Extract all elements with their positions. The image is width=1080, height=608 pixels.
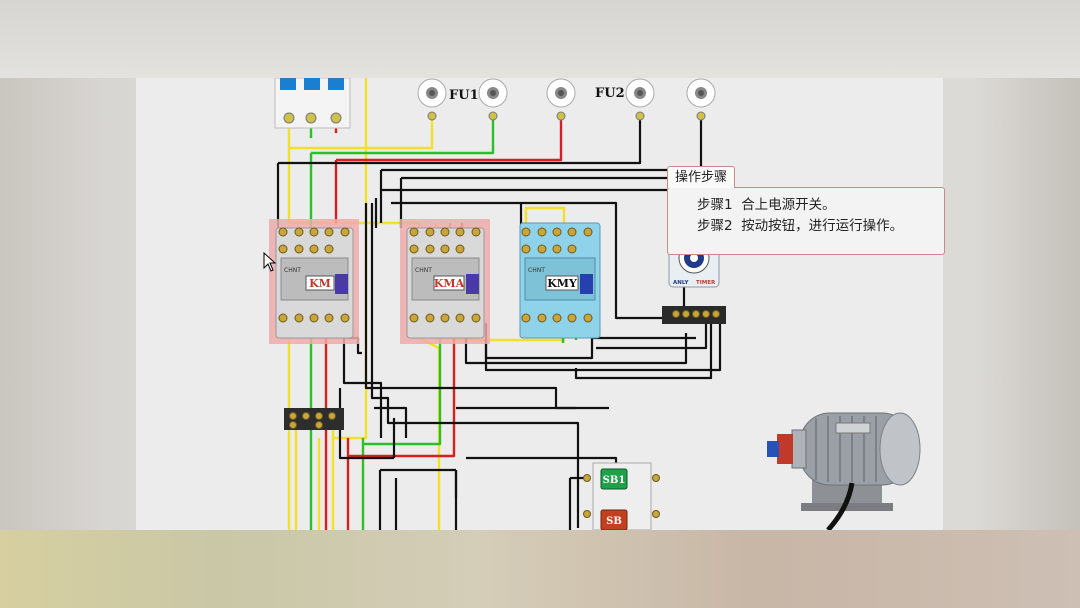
contactor-kmy-brand: CHNT (528, 267, 545, 274)
operation-steps-panel (667, 187, 945, 255)
fuse-3 (546, 78, 576, 121)
step-1-prefix: 步骤1 (697, 197, 733, 213)
contactor-km-label: KM (309, 277, 331, 290)
step-2: 步骤2 按动按钮，进行运行操作。 (697, 214, 903, 234)
circuit-breaker (274, 78, 351, 129)
step-2-prefix: 步骤2 (697, 218, 733, 234)
video-frame-top (0, 0, 1080, 78)
button-sb[interactable]: SB (600, 509, 628, 530)
fuse-label-fu2: FU2 (595, 86, 625, 101)
fuse-1 (417, 78, 447, 121)
timer-model: TIMER (696, 280, 716, 286)
step-1: 步骤1 合上电源开关。 (697, 193, 836, 213)
fuse-4 (625, 78, 655, 121)
operation-steps-tab[interactable]: 操作步骤 (667, 166, 736, 188)
button-sb1[interactable]: SB1 (600, 468, 628, 490)
contactor-kmy-label: KMY (547, 277, 577, 290)
fuse-2 (478, 78, 508, 121)
contactor-km: KM CHNT (269, 219, 359, 344)
contactor-kma-label: KMA (434, 277, 465, 290)
fuse-5 (686, 78, 716, 121)
electric-motor (767, 412, 921, 530)
mouse-cursor-icon (263, 252, 277, 272)
contactor-kma-brand: CHNT (415, 267, 432, 274)
button-sb1-label: SB1 (603, 475, 626, 486)
contactor-km-brand: CHNT (284, 267, 301, 274)
fuse-label-fu1: FU1 (449, 88, 479, 103)
step-1-text: 合上电源开关。 (741, 197, 836, 213)
timer-brand: ANLY (673, 280, 690, 286)
contactor-kma: KMA CHNT (400, 219, 490, 344)
fuses: FU1 FU2 (417, 78, 716, 121)
wiring-diagram-canvas: FU1 FU2 KM CHNT KMA CHNT KMY CHNT (136, 78, 943, 530)
contactor-kmy: KMY CHNT (519, 222, 601, 339)
button-sb-label: SB (606, 516, 622, 527)
thermal-overload-relay (284, 408, 344, 430)
video-frame-bottom (0, 530, 1080, 608)
step-2-text: 按动按钮，进行运行操作。 (741, 218, 904, 234)
